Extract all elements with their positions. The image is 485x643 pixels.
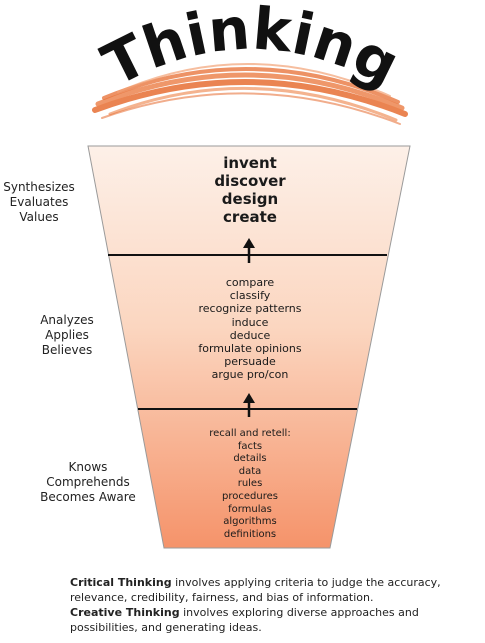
up-arrow-upper (243, 238, 255, 263)
side-label-know: Knows Comprehends Becomes Aware (40, 460, 136, 504)
level-item: design (221, 190, 279, 208)
level-item: details (233, 453, 267, 465)
level-item: deduce (229, 328, 271, 342)
level-item: persuade (224, 355, 276, 369)
level-item: induce (231, 315, 269, 329)
level-item: facts (237, 440, 263, 452)
level-item: create (223, 208, 277, 226)
title-graphic: Thinking (92, 0, 410, 125)
level-item: discover (214, 172, 286, 190)
caption-creative: Creative Thinking involves exploring div… (70, 605, 470, 635)
level-item: rules (237, 478, 263, 490)
caption-critical: Critical Thinking involves applying crit… (70, 575, 470, 605)
caption: Critical Thinking involves applying crit… (70, 575, 470, 635)
level-item: formulate opinions (198, 342, 302, 356)
level-item: recognize patterns (198, 302, 302, 316)
caption-critical-text: involves applying criteria to judge the … (70, 576, 441, 604)
level-item: compare (225, 276, 275, 289)
level-item: formulas (228, 503, 272, 515)
caption-creative-text: involves exploring diverse approaches an… (70, 606, 419, 634)
level-item: classify (229, 289, 271, 303)
level-analyze: compare classify recognize patterns indu… (160, 276, 340, 382)
caption-creative-term: Creative Thinking (70, 606, 180, 619)
level-item: data (238, 465, 262, 477)
brush-stroke (92, 62, 408, 125)
level-item: definitions (223, 528, 277, 540)
level-create: invent discover design create (160, 154, 340, 226)
up-arrow-lower (243, 393, 255, 417)
level-item: procedures (222, 490, 278, 502)
level-item: argue pro/con (211, 368, 289, 382)
caption-critical-term: Critical Thinking (70, 576, 172, 589)
level-item: invent (223, 154, 277, 172)
side-label-analyze: Analyzes Applies Believes (40, 313, 94, 357)
funnel-body (87, 145, 411, 549)
level-item: algorithms (223, 516, 277, 528)
level-item: recall and retell: (209, 428, 291, 439)
level-recall: recall and retell: facts details data ru… (160, 428, 340, 541)
side-label-synthesize: Synthesizes Evaluates Values (3, 180, 75, 224)
